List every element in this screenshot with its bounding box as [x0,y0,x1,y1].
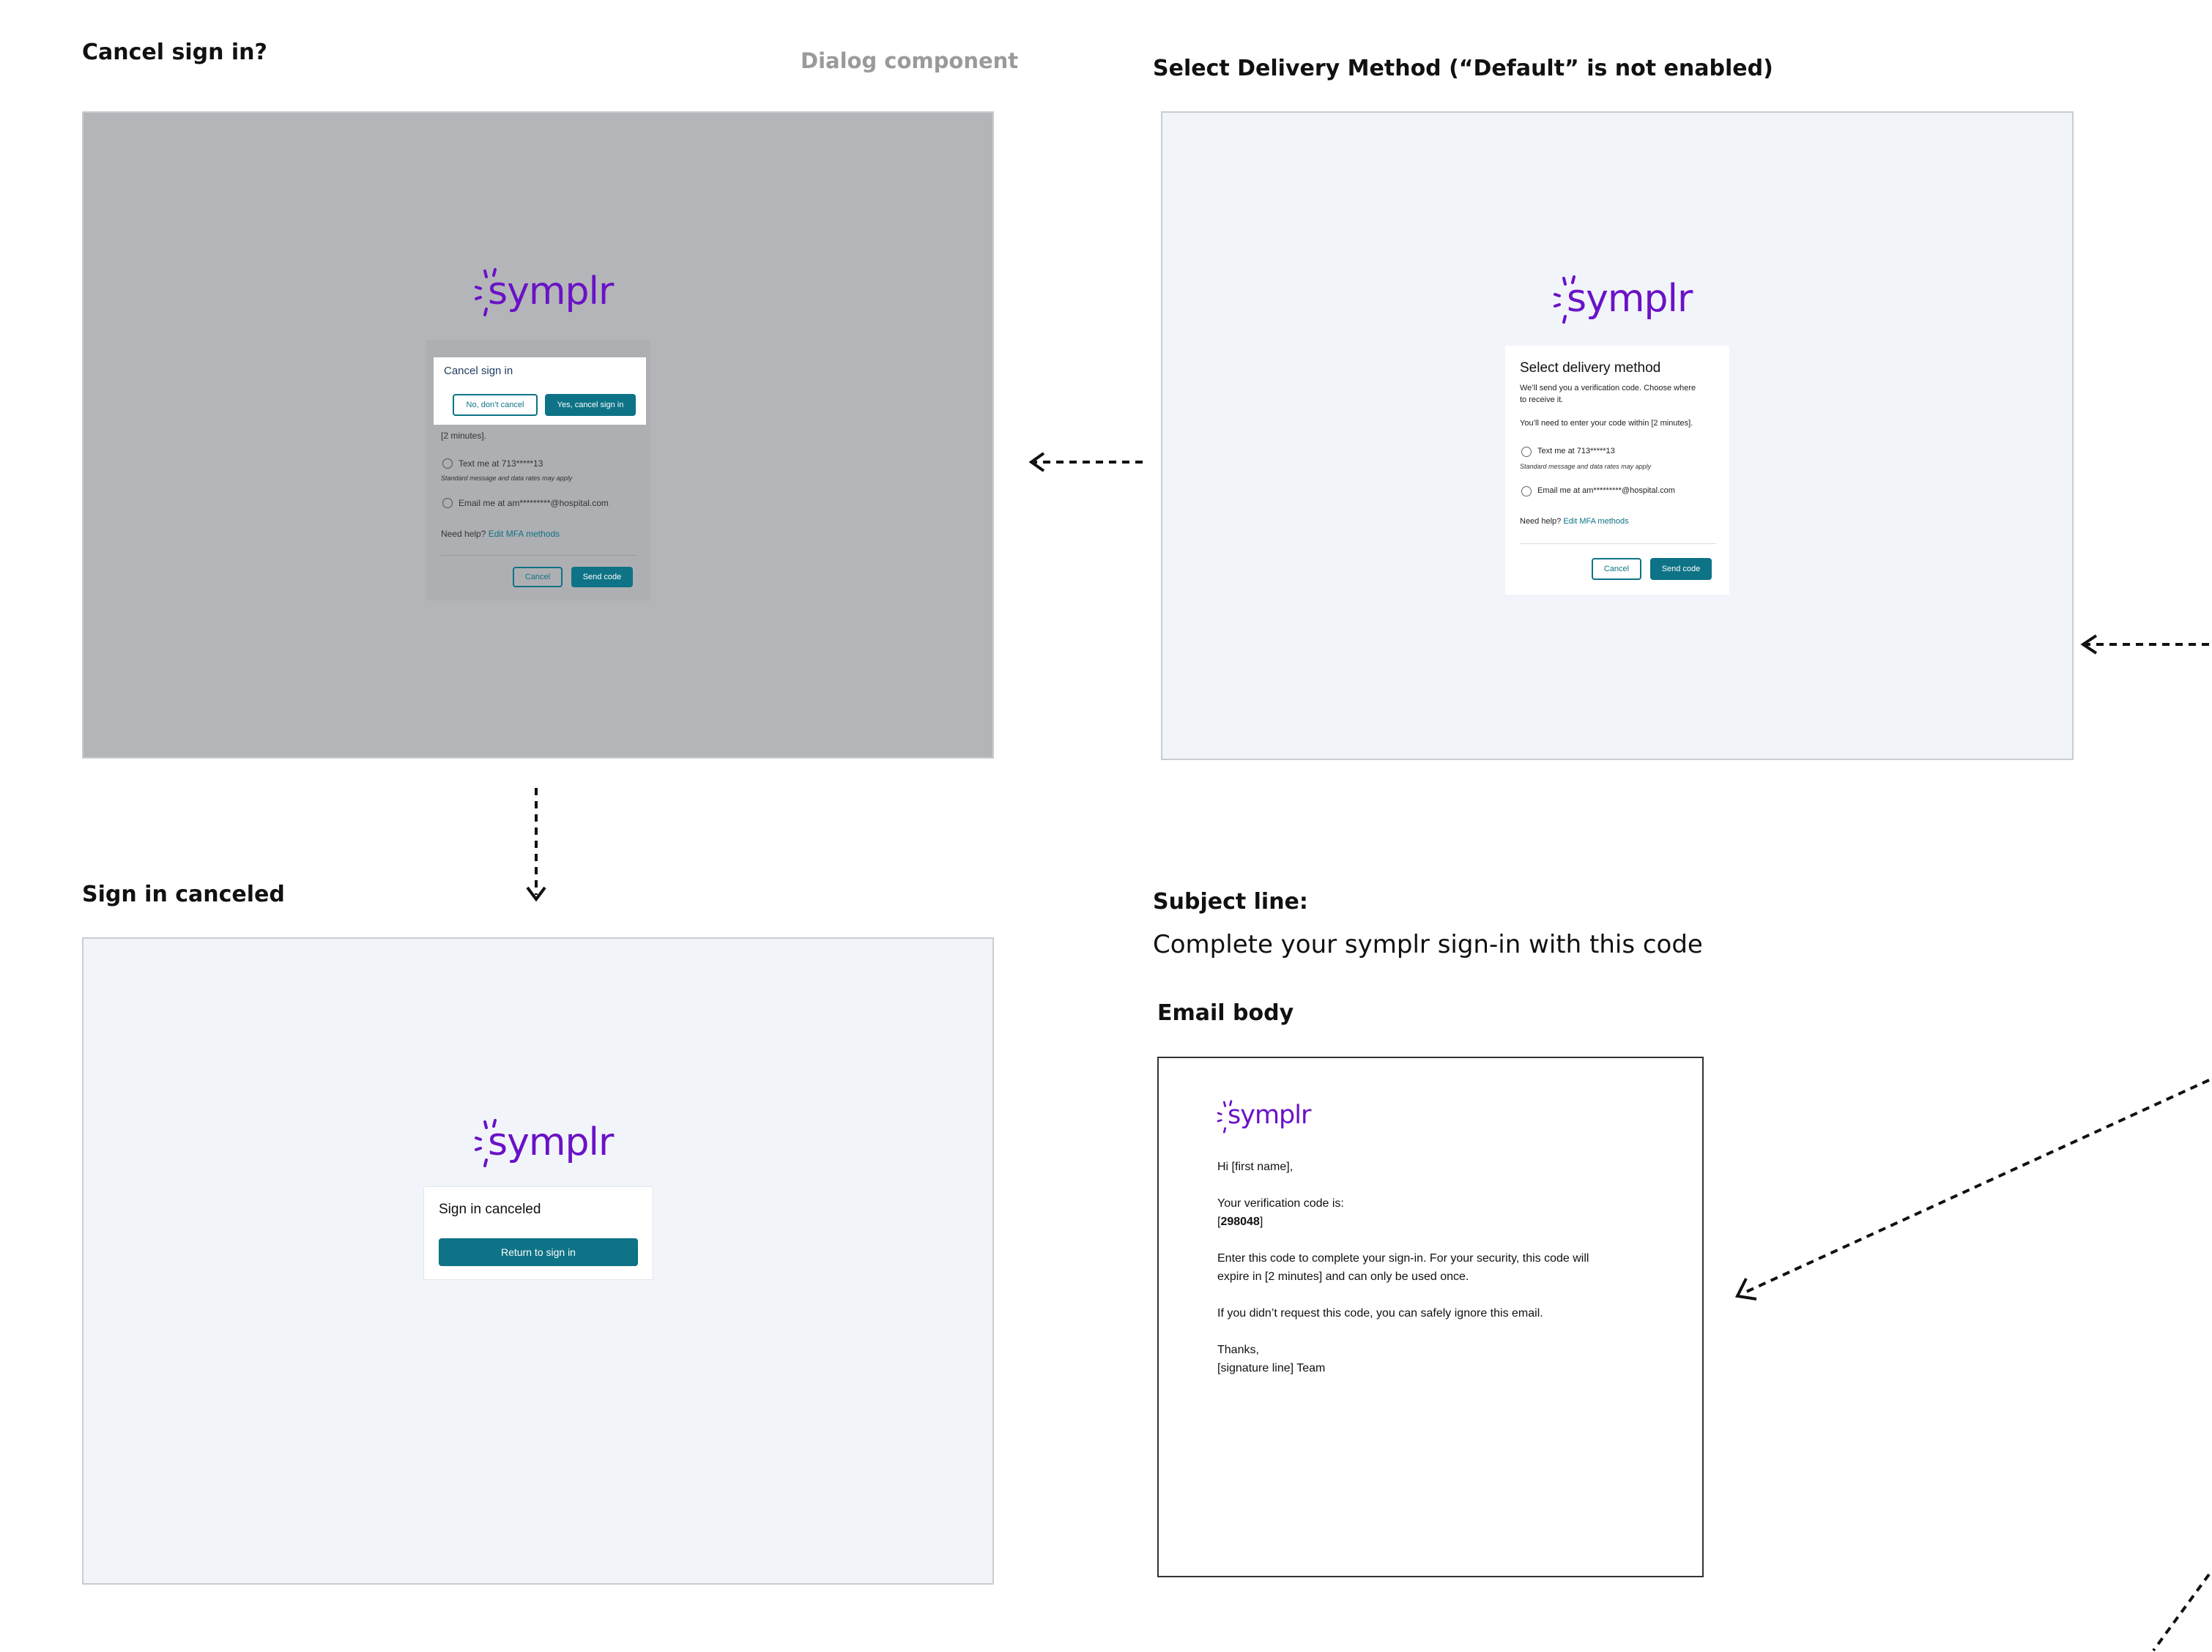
dim-rates-note: Standard message and data rates may appl… [441,475,573,482]
delivery-card-title: Select delivery method [1520,360,1661,376]
arrow-cancel-to-canceled-head [526,886,546,902]
help-prefix: Need help? [1520,517,1562,526]
dialog-component-note: Dialog component [801,48,1019,73]
delivery-desc-line2: to receive it. [1520,395,1564,404]
dim-help-prefix: Need help? [441,529,486,539]
email-symplr-logo: symplr [1216,1099,1311,1137]
dim-minutes-text: [2 minutes]. [441,431,487,441]
logo-text: symplr [1567,277,1693,321]
canceled-card: Sign in canceled Return to sign in [423,1186,653,1280]
text-option-label[interactable]: Text me at 713*****13 [1537,447,1615,455]
delivery-method-card: Select delivery method We’ll send you a … [1505,346,1729,595]
email-code-intro: Your verification code is: [1217,1197,1344,1210]
logo-text: symplr [488,269,614,313]
delivery-frame: symplr Select delivery method We’ll send… [1161,111,2074,760]
email-para-line1: Enter this code to complete your sign-in… [1217,1252,1589,1265]
subject-line-label: Subject line: [1153,889,1308,915]
delivery-section-title: Select Delivery Method (“Default” is not… [1153,56,1773,81]
text-option-radio[interactable] [1521,447,1532,457]
arrow-into-email-head [1734,1278,1757,1301]
email-option-radio[interactable] [1521,486,1532,496]
logo-burst-icon [475,268,497,316]
no-dont-cancel-button[interactable]: No, don’t cancel [453,394,538,416]
email-greeting: Hi [first name], [1217,1161,1294,1173]
dim-help-link: Edit MFA methods [488,529,560,539]
canceled-section-title: Sign in canceled [82,882,285,907]
arrow-delivery-to-cancel-head [1028,452,1045,472]
email-ignore-line: If you didn’t request this code, you can… [1217,1307,1543,1320]
code-bracket-close: ] [1259,1216,1263,1228]
edit-mfa-methods-link[interactable]: Edit MFA methods [1563,517,1629,526]
code-bracket-open: [ [1217,1216,1221,1228]
dim-help-text: Need help? Edit MFA methods [441,529,560,539]
dim-email-radio [442,498,453,508]
email-body-label: Email body [1157,1000,1294,1026]
arrow-into-delivery-head [2080,634,2098,655]
arrow-into-email-line [1742,1079,2210,1295]
card-divider [1520,543,1716,544]
logo-burst-icon [1217,1100,1233,1134]
symplr-logo: symplr [473,1117,614,1173]
canceled-card-title: Sign in canceled [439,1202,541,1217]
send-code-button[interactable]: Send code [1650,558,1712,580]
return-to-sign-in-button[interactable]: Return to sign in [439,1238,638,1266]
symplr-logo: symplr [1552,274,1693,330]
rates-note: Standard message and data rates may appl… [1520,463,1652,470]
email-code-line: [298048] [1217,1216,1263,1229]
canceled-frame: symplr Sign in canceled Return to sign i… [82,937,994,1585]
cancel-dialog-title: Cancel sign in [444,365,513,377]
dim-text-radio [442,458,453,469]
cancel-frame: symplr [2 minutes]. Text me at 713*****1… [82,111,994,759]
email-body-frame: symplr Hi [first name], Your verificatio… [1157,1057,1704,1577]
delivery-within-text: You’ll need to enter your code within [2… [1520,419,1693,428]
dim-divider [441,555,637,556]
cancel-section-title: Cancel sign in? [82,40,267,65]
dim-text-option: Text me at 713*****13 [459,458,543,469]
delivery-desc-line1: We’ll send you a verification code. Choo… [1520,384,1696,392]
logo-burst-icon [475,1119,497,1167]
email-option-label[interactable]: Email me at am*********@hospital.com [1537,486,1675,495]
dim-email-option: Email me at am*********@hospital.com [459,498,609,508]
dim-cancel-button: Cancel [513,567,563,587]
logo-text: symplr [1228,1101,1311,1130]
email-thanks: Thanks, [1217,1344,1259,1356]
logo-burst-icon [1554,275,1576,324]
arrow-bottom-right-line [2152,1573,2211,1652]
email-para-line2: expire in [2 minutes] and can only be us… [1217,1270,1469,1283]
help-text: Need help? Edit MFA methods [1520,517,1629,526]
logo-text: symplr [488,1120,614,1164]
subject-line-text: Complete your symplr sign-in with this c… [1153,930,1703,959]
verification-code: 298048 [1220,1216,1260,1228]
symplr-logo: symplr [473,267,614,322]
cancel-button[interactable]: Cancel [1592,558,1641,580]
cancel-dialog: Cancel sign in No, don’t cancel Yes, can… [434,357,646,425]
dim-send-button: Send code [571,567,633,587]
email-signature: [signature line] Team [1217,1362,1326,1374]
yes-cancel-sign-in-button[interactable]: Yes, cancel sign in [545,394,636,416]
